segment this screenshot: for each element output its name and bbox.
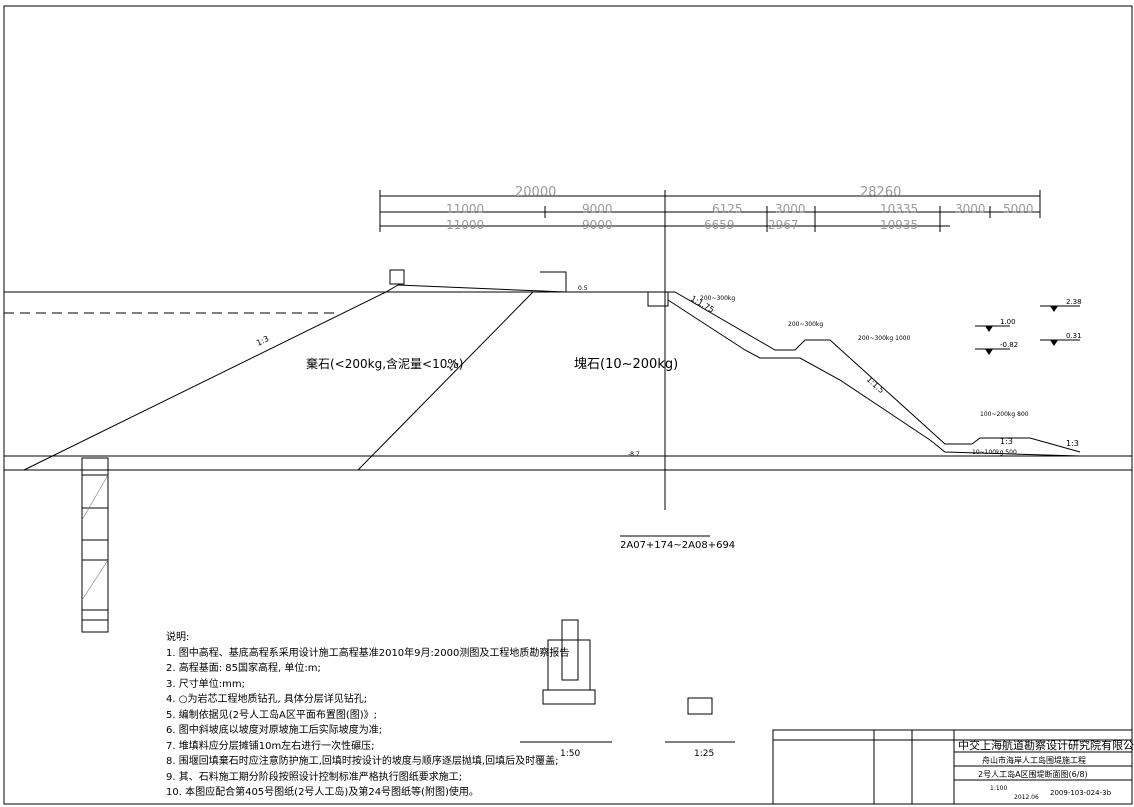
level-2: 1.00 — [1000, 318, 1016, 326]
toe-label-upper: 100~200kg 800 — [980, 411, 1029, 418]
dim-r3-0: 11000 — [446, 218, 484, 232]
crest-wall — [540, 271, 567, 292]
title-scale: 1:100 — [990, 785, 1007, 792]
note-item: 1. 图中高程、基底高程系采用设计施工高程基准2010年9月:2000测图及工程… — [166, 647, 570, 659]
detail-drawing-left — [520, 619, 612, 743]
dimension-lines — [379, 190, 1041, 232]
note-item: 2. 高程基面: 85国家高程, 单位:m; — [166, 663, 321, 674]
fill-outline-left — [23, 284, 567, 471]
dim-r2-0: 11000 — [446, 202, 484, 216]
dim-r2-5: 3000 — [955, 202, 986, 216]
armor-slope-outer — [668, 291, 1081, 453]
dim-r2-2: 6125 — [712, 202, 743, 216]
title-date: 2012.06 — [1014, 794, 1039, 801]
dim-20000: 20000 — [515, 185, 556, 200]
dim-r3-4: 10935 — [880, 218, 918, 232]
drawing-border — [3, 5, 1133, 805]
toe-label-lower: 10~100kg 500 — [972, 449, 1017, 456]
note-item: 8. 围堰回填棄石时应注意防护施工,回填时按设计的坡度与顺序逐层抛填,回填后及时… — [166, 756, 559, 767]
section-range: 2A07+174~2A08+694 — [620, 540, 735, 551]
title-drawing: 2号人工岛A区围堤断面图(6/8) — [978, 769, 1088, 779]
level-4: -0.82 — [1000, 341, 1018, 349]
dim-r3-3: 2967 — [768, 218, 799, 232]
note-item: 4. ○为岩芯工程地质钻孔, 具体分层详见钻孔; — [166, 694, 368, 705]
level-1: 2.38 — [1066, 298, 1082, 306]
slope-label-5: 1:3 — [1000, 437, 1013, 446]
inner-slope-line — [357, 291, 534, 471]
slope-label-1: 1:3 — [255, 334, 271, 348]
dim-r2-6: 5000 — [1003, 202, 1034, 216]
fill-label-right: 塊石(10~200kg) — [574, 356, 678, 372]
fill-label-left: 棄石(<200kg,含泥量<10%) — [306, 356, 463, 371]
note-item: 3. 尺寸单位:mm; — [166, 678, 245, 690]
water-level-markers: 2.38 1.00 0.31 -0.82 — [975, 298, 1082, 355]
note-item: 7. 堆填料应分层摊铺10m左右进行一次性碾压; — [166, 740, 375, 752]
title-company: 中交上海航道勘察设计研究院有限公司 — [958, 738, 1134, 752]
note-item: 10. 本图应配合第405号图纸(2号人工岛)及第24号图纸等(附图)使用。 — [166, 787, 479, 798]
title-drawing-no: 2009-103-024-3b — [1050, 789, 1112, 797]
dim-r2-4: 10335 — [880, 202, 918, 216]
notes-block: 说明: 1. 图中高程、基底高程系采用设计施工高程基准2010年9月:2000测… — [166, 630, 570, 801]
note-item: 9. 其、石料施工期分阶段按照设计控制标准严格执行图纸要求施工; — [166, 771, 463, 783]
title-block — [772, 729, 1133, 805]
dim-r3-2: 6659 — [704, 218, 735, 232]
level-3: 0.31 — [1066, 332, 1082, 340]
elev-top: 0.5 — [578, 285, 588, 292]
dim-r2-3: 3000 — [775, 202, 806, 216]
dim-r3-1: 9000 — [582, 218, 613, 232]
slope-label-6: 1:3 — [1066, 439, 1079, 448]
notes-title: 说明: — [166, 632, 190, 643]
dim-28260: 28260 — [860, 185, 901, 200]
note-item: 5. 编制依据见(2号人工岛A区平面布置图(图)》; — [166, 709, 377, 721]
note-item: 6. 图中斜坡底以坡度对原坡施工后实际坡度为准; — [166, 725, 383, 736]
detail-scale-right: 1:25 — [694, 749, 714, 759]
armor-label-2: 200~300kg — [700, 295, 735, 302]
detail-scale-left: 1:50 — [560, 749, 580, 759]
armor-label-3: 200~300kg 1000 — [858, 335, 911, 342]
title-project: 舟山市海岸人工岛围堤施工程 — [982, 755, 1086, 765]
crest-cap — [647, 291, 669, 307]
dim-r2-1: 9000 — [582, 202, 613, 216]
borehole-log — [81, 457, 109, 633]
detail-drawing-right — [665, 697, 735, 743]
slope-label-4: 1:1.5 — [865, 375, 886, 395]
armor-slope-inner — [667, 299, 1081, 457]
elev-bottom: -8.7 — [628, 451, 640, 458]
armor-label-1: 200~300kg — [788, 321, 823, 328]
crest-block-left — [389, 269, 405, 285]
